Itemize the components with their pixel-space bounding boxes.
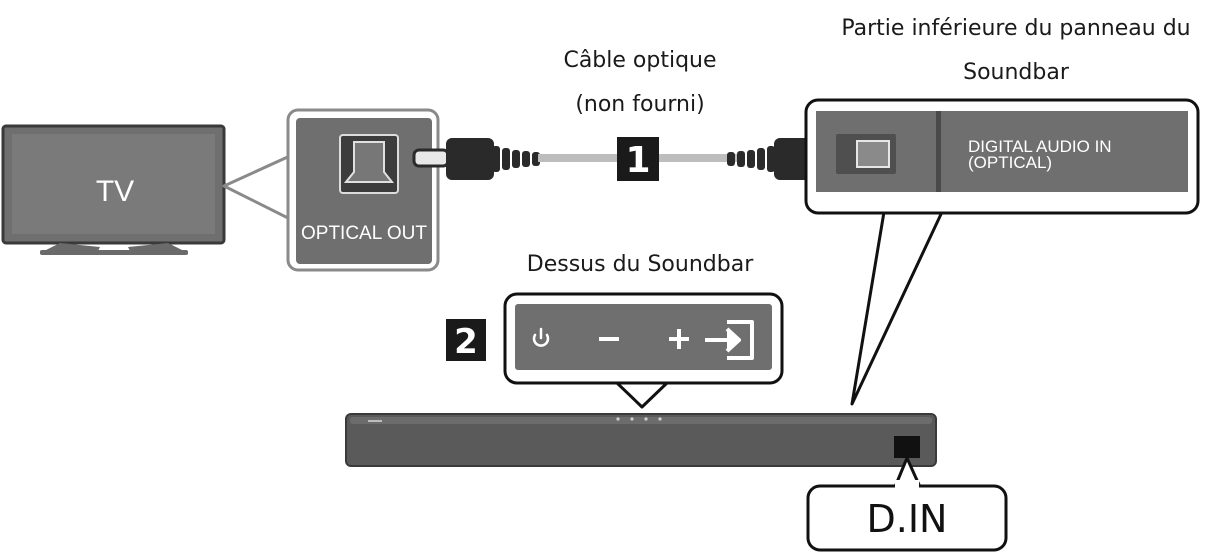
digital-audio-in-label-line2: (OPTICAL) [968,153,1052,172]
step-1-number: 1 [625,140,650,181]
tv-callout-pointer [222,153,294,222]
digital-audio-in-label-line1: DIGITAL AUDIO IN [968,137,1112,156]
cable-label-line1: Câble optique [563,48,716,73]
soundbar-logo [368,420,382,422]
tv-optical-out-panel: OPTICAL OUT [286,108,440,272]
tv-label: TV [96,175,134,208]
soundbar-top-title: Dessus du Soundbar [527,252,754,277]
soundbar [345,413,937,467]
step-2-marker: 2 [446,319,486,362]
cable-label-line2: (non fourni) [575,92,704,117]
soundbar-display-window [894,436,920,458]
source-icon [705,320,754,360]
display-callout-pointer [893,456,922,488]
step-2-number: 2 [454,322,478,362]
soundbar-top-callout-pointer [614,380,670,409]
soundbar-bottom-title-line1: Partie inférieure du panneau du [841,16,1190,41]
display-callout: D.IN [806,456,1008,552]
plus-icon [669,329,689,349]
tv: TV [1,124,226,255]
power-icon [532,327,550,347]
optical-out-label: OPTICAL OUT [301,223,427,244]
soundbar-top-control-panel [503,292,784,409]
display-text: D.IN [867,497,948,541]
soundbar-bottom-panel: DIGITAL AUDIO IN (OPTICAL) [804,98,1200,406]
soundbar-bottom-title-line2: Soundbar [963,60,1070,85]
soundbar-top-buttons [616,417,662,421]
soundbar-bottom-callout-pointer [850,211,944,406]
step-1-marker: 1 [617,137,659,181]
minus-icon [599,337,619,341]
